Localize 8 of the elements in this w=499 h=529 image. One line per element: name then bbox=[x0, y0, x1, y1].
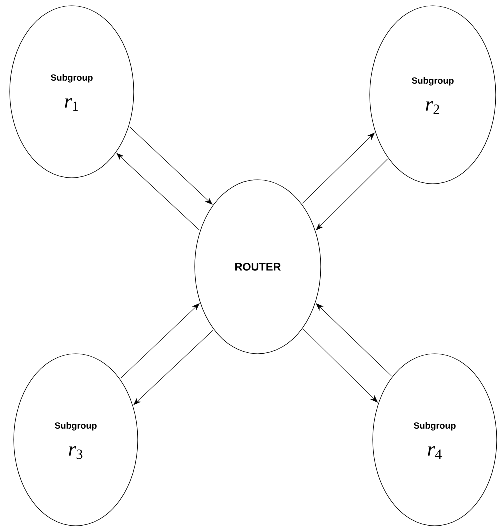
arrow bbox=[316, 158, 388, 230]
arrow bbox=[316, 304, 392, 376]
arrow bbox=[302, 132, 375, 204]
arrow bbox=[303, 329, 378, 403]
arrow bbox=[120, 304, 200, 379]
arrow bbox=[130, 126, 213, 205]
arrow bbox=[116, 153, 200, 231]
arrow bbox=[134, 330, 214, 406]
